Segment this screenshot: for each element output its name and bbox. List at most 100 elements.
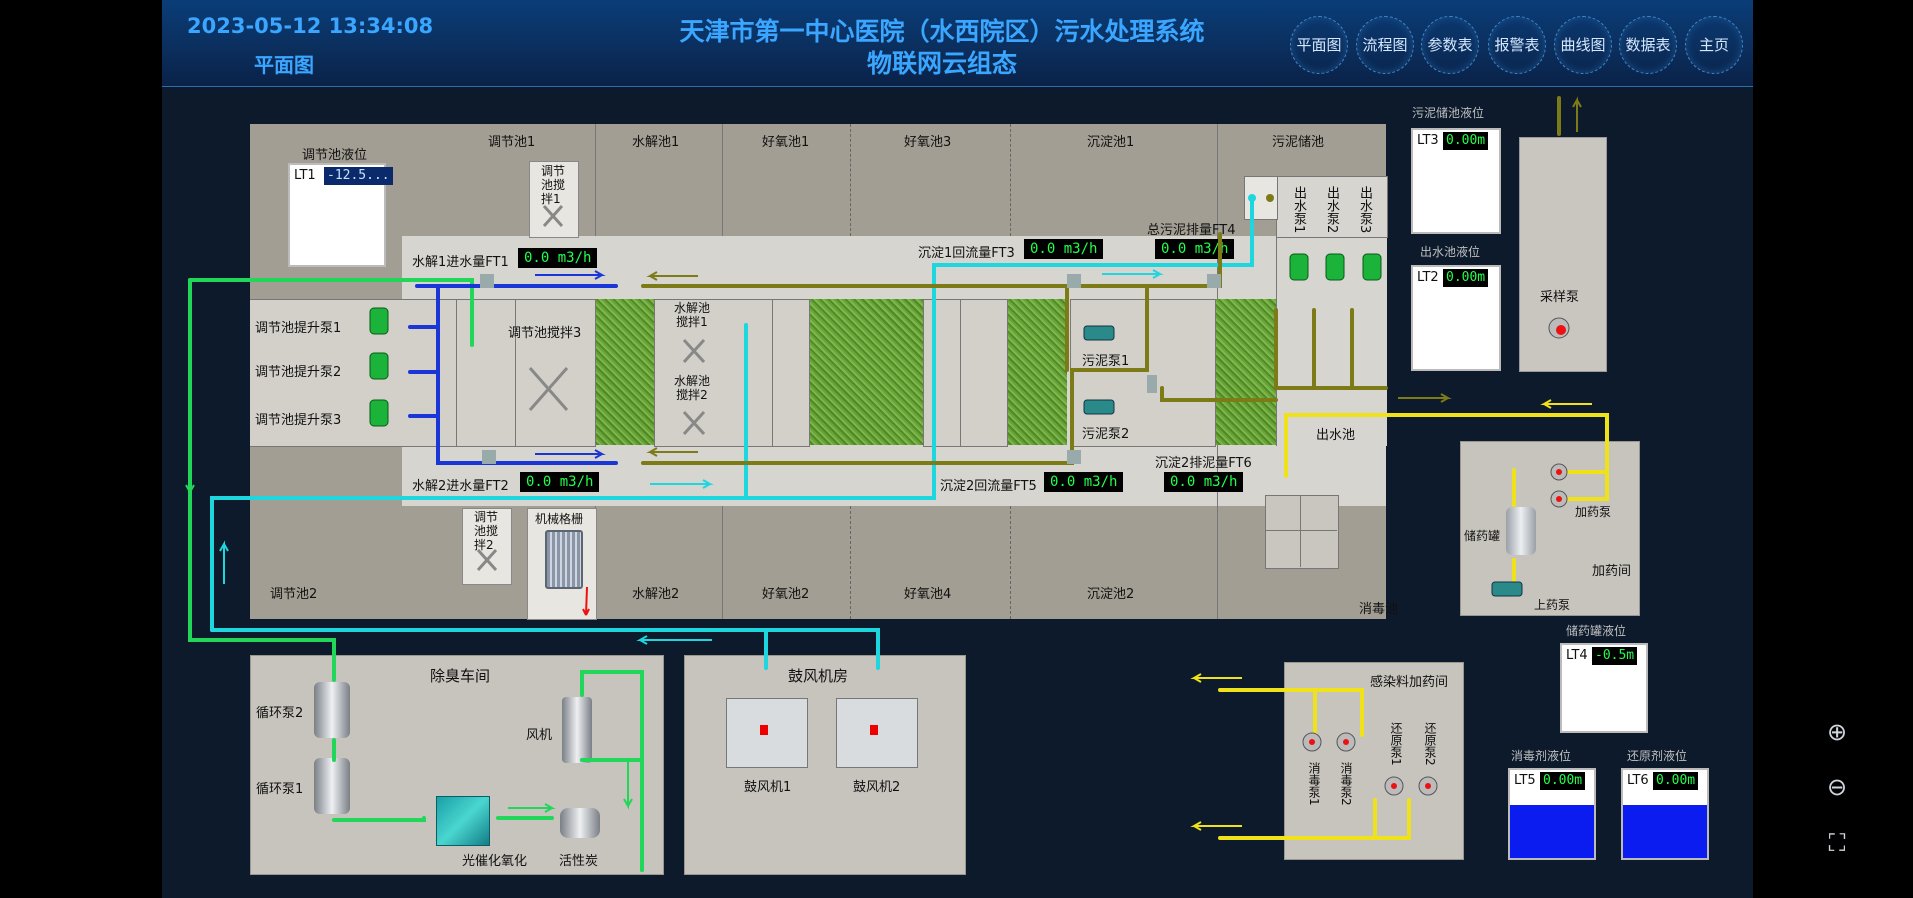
pool-label: 调节池1 [488, 135, 536, 150]
nav-data-button[interactable]: 数据表 [1619, 16, 1677, 74]
ft5-label: 沉淀2回流量FT5 [940, 479, 1037, 494]
mixer-shui1-label: 水解池搅拌1 [673, 301, 710, 329]
mixer-tiao1[interactable] [529, 161, 579, 238]
mixer-tiao2-label: 调节池搅拌2 [474, 510, 499, 552]
lt1-value: -12.5... [324, 167, 393, 185]
current-view-label: 平面图 [254, 53, 314, 77]
pool-label: 沉淀池2 [1087, 587, 1135, 602]
page-subtitle: 物联网云组态 [866, 49, 1017, 78]
lt5-tag: LT5 [1514, 773, 1536, 788]
outlet-pump-label: 出水泵3 [1357, 186, 1372, 234]
dosing-room-title: 加药间 [1592, 564, 1632, 579]
lt6-fill [1623, 805, 1707, 858]
grid-icon [545, 530, 583, 589]
ft4-value: 0.0 m3/h [1155, 239, 1235, 259]
nav-home-button[interactable]: 主页 [1685, 16, 1743, 74]
active-carbon-icon[interactable] [560, 808, 600, 838]
outlet-pump-row [1276, 176, 1388, 238]
nav-curves-button[interactable]: 曲线图 [1554, 16, 1612, 74]
lt2-title: 出水池液位 [1420, 245, 1481, 259]
lt4-tag: LT4 [1566, 648, 1588, 663]
lift-pump-2-label: 调节池提升泵2 [255, 365, 342, 380]
dosing-room [1460, 441, 1640, 616]
mixer-tiao1-label: 调节池搅拌1 [541, 164, 566, 206]
pool-label: 水解池2 [632, 587, 680, 602]
aeration-zone [594, 299, 654, 445]
ft1-value: 0.0 m3/h [518, 248, 598, 268]
ft2-label: 水解2进水量FT2 [412, 479, 509, 494]
pool-label: 好氧池2 [762, 587, 810, 602]
storage-tank-icon [1506, 507, 1536, 555]
pool-label: 沉淀池1 [1087, 135, 1135, 150]
pool-label: 污泥储池 [1272, 135, 1325, 150]
lt5-title: 消毒剂液位 [1511, 749, 1572, 763]
aeration-zone [809, 299, 923, 445]
mixer-tiao2[interactable] [462, 508, 512, 585]
pool-label: 好氧池4 [904, 587, 952, 602]
feed-pump-label: 上药泵 [1534, 598, 1571, 612]
zoom-in-icon[interactable]: ⊕ [1826, 718, 1848, 746]
lt3-tag: LT3 [1417, 133, 1439, 148]
circ-pump-2-icon[interactable] [314, 682, 350, 738]
blower-1-label: 鼓风机1 [744, 780, 792, 795]
circ-pump-1-icon[interactable] [314, 758, 350, 814]
lt1-title: 调节池液位 [302, 148, 368, 163]
nav-flow-chart-button[interactable]: 流程图 [1356, 16, 1414, 74]
pool-label: 调节池2 [270, 587, 318, 602]
datetime: 2023-05-12 13:34:08 [187, 14, 434, 38]
lift-pump-3-label: 调节池提升泵3 [255, 413, 342, 428]
lt4-value: -0.5m [1592, 647, 1638, 665]
disinfect-pump-1-label: 消毒泵1 [1307, 762, 1321, 806]
blower-2-label: 鼓风机2 [853, 780, 901, 795]
dosing-pump-label: 加药泵 [1575, 505, 1612, 519]
pool-label: 消毒池 [1359, 602, 1399, 617]
nav-params-button[interactable]: 参数表 [1421, 16, 1479, 74]
circ-pump-1-label: 循环泵1 [256, 782, 304, 797]
sludge-pump-1-label: 污泥泵1 [1082, 354, 1130, 369]
pipe-network [185, 96, 1609, 872]
lt4-title: 储药罐液位 [1566, 624, 1627, 638]
fit-screen-icon[interactable]: ⛶ [1828, 829, 1846, 857]
lt4-tank: LT4 -0.5m [1560, 643, 1648, 733]
lt6-value: 0.00m [1653, 772, 1699, 790]
lt5-tank: LT5 0.00m [1508, 768, 1596, 860]
zoom-out-icon[interactable]: ⊖ [1826, 773, 1848, 801]
photocatalysis-icon[interactable] [436, 796, 490, 846]
storage-tank-label: 储药罐 [1464, 529, 1501, 543]
fan-label: 风机 [526, 728, 553, 743]
pool-label: 好氧池3 [904, 135, 952, 150]
lift-pump-icons [369, 253, 1382, 427]
lt5-fill [1510, 805, 1594, 858]
mechanical-grid-label: 机械格栅 [535, 512, 584, 526]
reduce-pump-1-label: 还原泵1 [1389, 722, 1403, 766]
mixer-shui2-label: 水解池搅拌2 [673, 374, 710, 402]
photocatalysis-label: 光催化氧化 [462, 854, 528, 869]
circ-pump-2-label: 循环泵2 [256, 706, 304, 721]
disinfect-pump-2-label: 消毒泵2 [1339, 762, 1353, 806]
fan-icon[interactable] [562, 697, 592, 763]
outlet-pump-label: 出水泵2 [1324, 186, 1339, 234]
ft2-value: 0.0 m3/h [520, 472, 600, 492]
ft5-value: 0.0 m3/h [1044, 472, 1124, 492]
lt5-value: 0.00m [1540, 772, 1586, 790]
nav-floor-plan-button[interactable]: 平面图 [1290, 16, 1348, 74]
ft4-label: 总污泥排量FT4 [1147, 223, 1236, 238]
lt6-tank: LT6 0.00m [1621, 768, 1709, 860]
outlet-pump-label: 出水泵1 [1291, 186, 1306, 234]
pool-label: 好氧池1 [762, 135, 810, 150]
ft3-value: 0.0 m3/h [1024, 239, 1104, 259]
ft1-label: 水解1进水量FT1 [412, 255, 509, 270]
nav-alarms-button[interactable]: 报警表 [1488, 16, 1546, 74]
pool-label: 水解池1 [632, 135, 680, 150]
aeration-zone [1007, 299, 1067, 445]
active-carbon-label: 活性炭 [559, 854, 599, 869]
out-tank-label: 出水池 [1316, 428, 1356, 443]
infect-room-title: 感染料加药间 [1370, 675, 1449, 690]
ft6-label: 沉淀2排泥量FT6 [1155, 456, 1252, 471]
ft6-value: 0.0 m3/h [1164, 472, 1244, 492]
aeration-zone [1216, 299, 1276, 445]
sampling-pump-label: 采样泵 [1540, 290, 1580, 305]
mixer-tiao3-label: 调节池搅拌3 [508, 326, 582, 341]
lt2-tag: LT2 [1417, 270, 1439, 285]
header-bar: 2023-05-12 13:34:08 平面图 天津市第一中心医院（水西院区）污… [162, 0, 1753, 87]
